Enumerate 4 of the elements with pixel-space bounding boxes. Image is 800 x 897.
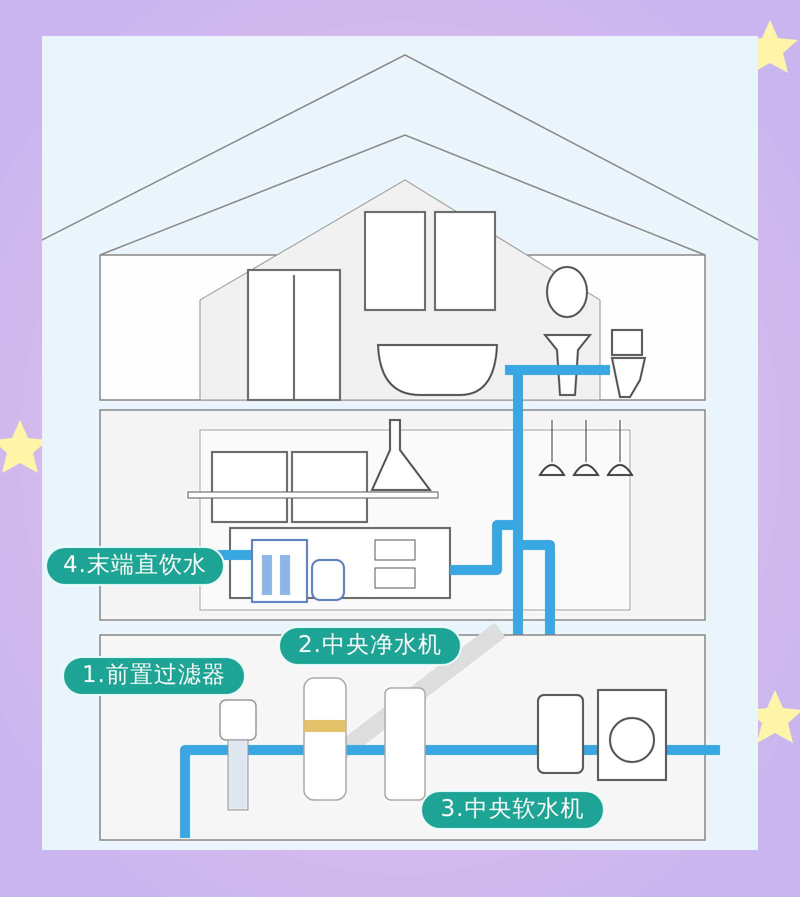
- label-pill: 3.中央软水机: [420, 790, 605, 830]
- label-pill: 4.末端直饮水: [45, 546, 225, 586]
- label-pill: 1.前置过滤器: [62, 656, 246, 696]
- label-pill: 2.中央净水机: [278, 626, 462, 666]
